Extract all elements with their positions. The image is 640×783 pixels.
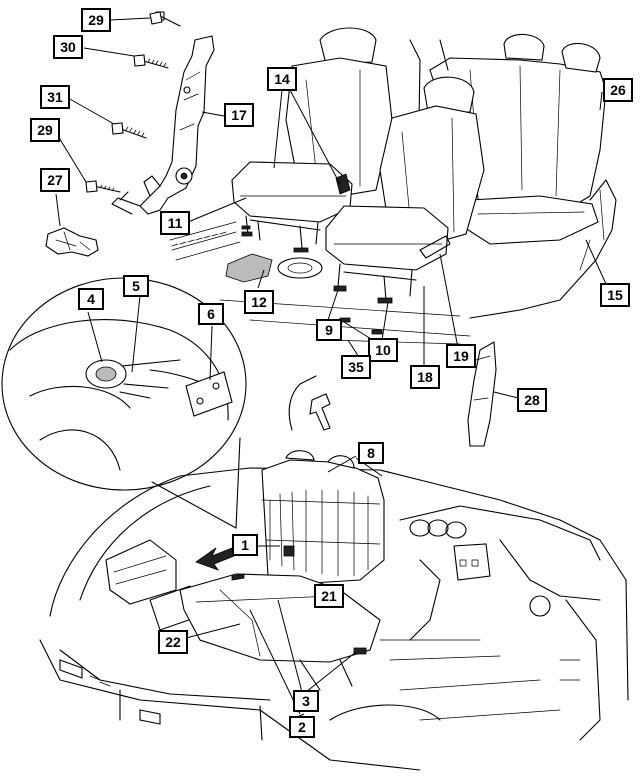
callout-31: 31 <box>40 85 70 109</box>
callout-9: 9 <box>316 319 342 341</box>
callout-3: 3 <box>293 690 319 712</box>
callout-29-lower-label: 29 <box>37 122 53 138</box>
callout-5: 5 <box>123 275 149 297</box>
callout-10-label: 10 <box>375 342 391 358</box>
callout-12: 12 <box>244 290 274 314</box>
callout-3-label: 3 <box>302 693 310 709</box>
seats-top-view <box>169 27 617 345</box>
key-and-trim-panel <box>288 341 519 447</box>
leaders-bottom <box>185 455 383 721</box>
leaders-detail <box>87 295 213 381</box>
leaders-top-left <box>55 17 225 227</box>
callout-17-label: 17 <box>231 107 247 123</box>
hinge-bracket-assembly <box>45 11 215 257</box>
callout-14: 14 <box>267 67 297 91</box>
callout-15-label: 15 <box>607 287 623 303</box>
callout-31-label: 31 <box>47 89 63 105</box>
callout-22-label: 22 <box>165 634 181 650</box>
callout-8-label: 8 <box>367 445 375 461</box>
callout-11: 11 <box>160 211 190 235</box>
callout-11-label: 11 <box>167 215 183 231</box>
callout-2-label: 2 <box>298 719 306 735</box>
callout-5-label: 5 <box>132 278 140 294</box>
callout-29: 29 <box>81 8 111 32</box>
callout-19-label: 19 <box>453 348 469 364</box>
callout-29-lower: 29 <box>30 118 60 142</box>
callout-30-label: 30 <box>60 39 76 55</box>
callout-10: 10 <box>368 338 398 362</box>
callout-26: 26 <box>603 78 633 102</box>
callout-4-label: 4 <box>87 291 95 307</box>
callout-1-label: 1 <box>241 537 249 553</box>
callout-21-label: 21 <box>321 588 337 604</box>
callout-1: 1 <box>232 534 258 556</box>
callout-18-label: 18 <box>417 369 433 385</box>
callout-14-label: 14 <box>274 71 290 87</box>
callout-19: 19 <box>446 344 476 368</box>
callout-26-label: 26 <box>610 82 626 98</box>
callout-28-label: 28 <box>524 392 540 408</box>
callout-22: 22 <box>158 630 188 654</box>
callout-29-label: 29 <box>88 12 104 28</box>
callout-18: 18 <box>410 365 440 389</box>
callout-21: 21 <box>314 584 344 608</box>
callout-8: 8 <box>358 442 384 464</box>
callout-35-label: 35 <box>348 359 364 375</box>
callout-30: 30 <box>53 35 83 59</box>
callout-27: 27 <box>40 168 70 192</box>
callout-6-label: 6 <box>207 306 215 322</box>
callout-15: 15 <box>600 283 630 307</box>
callout-6: 6 <box>198 303 224 325</box>
callout-28: 28 <box>517 388 547 412</box>
vehicle-rear-view <box>39 450 629 771</box>
callout-4: 4 <box>78 288 104 310</box>
detail-magnifier <box>1 277 247 529</box>
callout-2: 2 <box>289 716 315 738</box>
callout-27-label: 27 <box>47 172 63 188</box>
callout-17: 17 <box>224 103 254 127</box>
callout-9-label: 9 <box>325 322 333 338</box>
callout-35: 35 <box>341 355 371 379</box>
callout-12-label: 12 <box>251 294 267 310</box>
